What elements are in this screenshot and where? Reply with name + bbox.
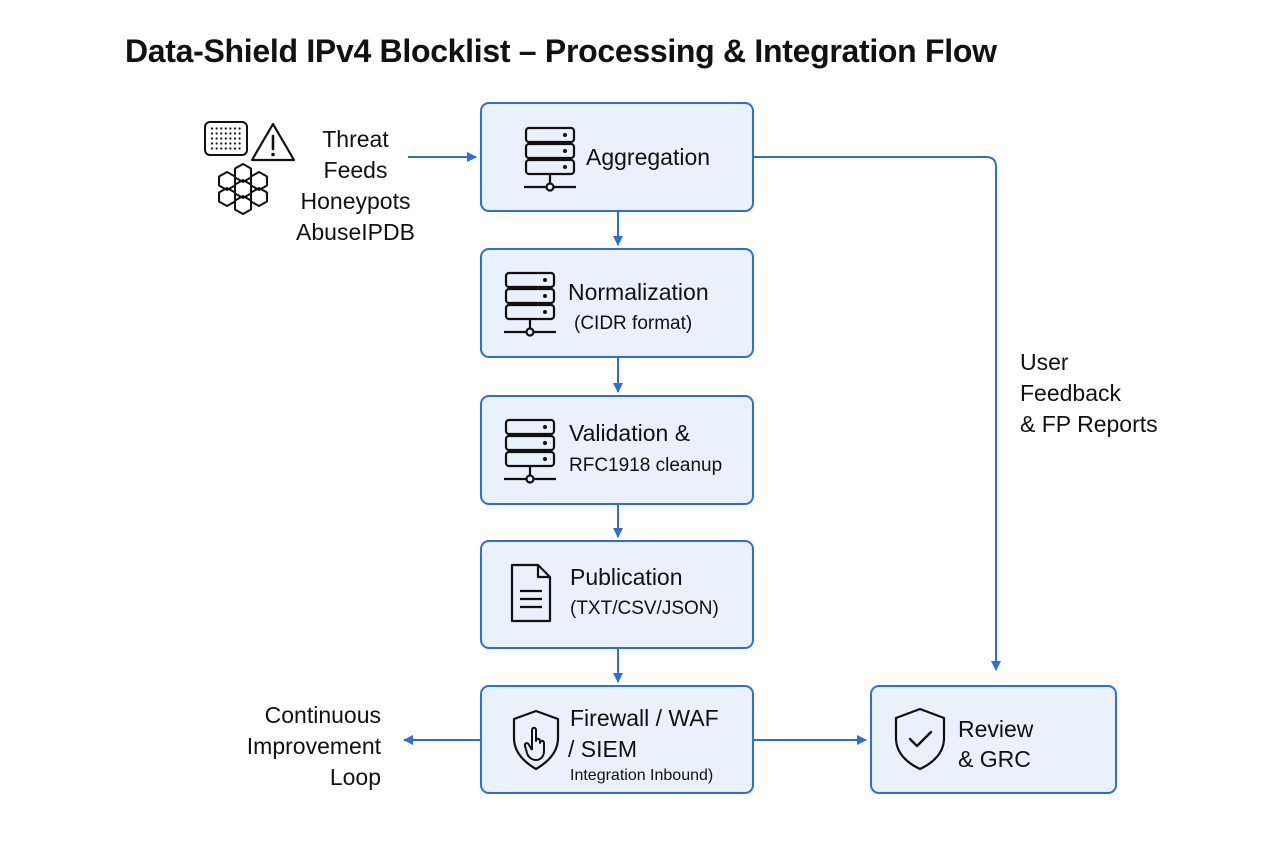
integration-box: Firewall / WAF / SIEM Integration Inboun… [480,685,754,794]
review-label-line2: & GRC [958,746,1031,772]
validation-sublabel: RFC1918 cleanup [569,455,723,476]
integration-label-line1: Firewall / WAF [570,705,719,731]
continuous-improvement-label: Continuous Improvement Loop [180,700,381,793]
sources-line: Feeds [323,157,388,183]
integration-sublabel: Integration Inbound) [570,767,714,784]
server-stack-icon [504,271,556,337]
server-stack-icon [524,126,576,192]
server-stack-icon [504,418,556,484]
integration-label-line2: / SIEM [568,736,638,762]
feedback-connector [754,156,1001,671]
grid-panel-icon [204,121,248,156]
diagram-title: Data-Shield IPv4 Blocklist – Processing … [125,33,997,69]
publication-label: Publication [570,564,683,590]
normalization-label: Normalization [568,279,709,305]
normalization-box: Normalization (CIDR format) [480,248,754,358]
threat-sources-label: Threat Feeds Honeypots AbuseIPDB [283,124,428,248]
publication-sublabel: (TXT/CSV/JSON) [570,598,719,619]
aggregation-box: Aggregation [480,102,754,212]
loop-line: Improvement [246,733,381,759]
sources-line: Honeypots [300,188,411,214]
shield-check-icon [894,707,946,771]
review-box: Review & GRC [870,685,1117,794]
shield-hand-icon [512,709,560,771]
sources-line: AbuseIPDB [296,219,415,245]
honeycomb-icon [218,163,268,215]
validation-box: Validation & RFC1918 cleanup [480,395,754,505]
review-label-line1: Review [958,716,1034,742]
normalization-sublabel: (CIDR format) [574,313,693,334]
feedback-line: & FP Reports [1020,411,1158,437]
validation-label: Validation & [569,420,691,446]
sources-line: Threat [322,126,389,152]
warning-icon [250,122,296,162]
publication-box: Publication (TXT/CSV/JSON) [480,540,754,649]
feedback-line: Feedback [1020,380,1122,406]
aggregation-label: Aggregation [586,144,711,170]
feedback-line: User [1020,349,1069,375]
document-icon [510,563,552,623]
loop-line: Continuous [264,702,381,728]
loop-line: Loop [329,764,381,790]
user-feedback-label: User Feedback & FP Reports [1020,347,1158,440]
